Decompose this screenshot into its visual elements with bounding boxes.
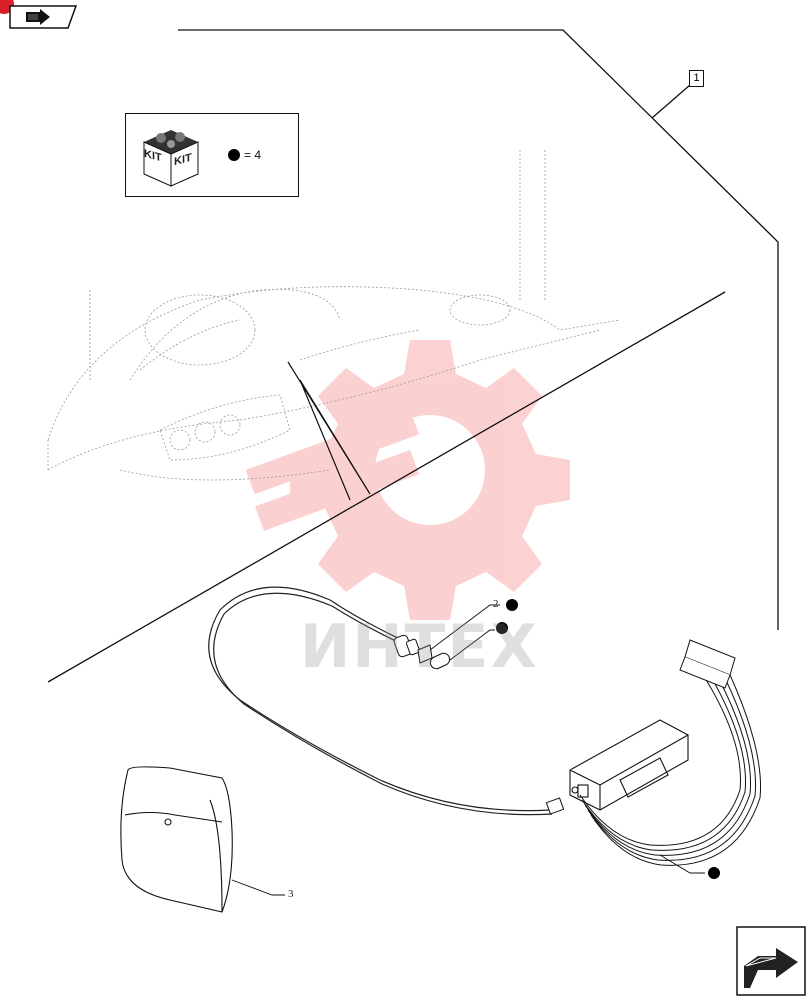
leader-harness [659,854,705,874]
dashboard-sketch [47,150,621,481]
kit-quantity: = 4 [228,148,261,162]
arrow-left-icon [9,5,78,29]
cable-connector [545,797,565,815]
watermark-gear [245,340,570,620]
document-pouch [120,766,233,913]
next-page-button[interactable] [736,926,806,996]
leader-item-3 [231,879,285,896]
arrow-right-icon [736,926,806,996]
callout-item-3: 3 [288,888,294,900]
frame-lines [47,29,779,683]
sensor-cable [208,586,553,816]
watermark-text: ИНТЕХ [300,612,539,682]
previous-page-button[interactable] [6,4,78,30]
leader-item-2 [429,604,500,661]
leader-lines [287,361,371,501]
harness-plug [679,639,736,689]
wiring-harness [579,661,762,866]
sensor-assembly [393,634,451,670]
callout-item-2: 2 [493,598,499,610]
kit-legend-box: KIT KIT [125,113,299,197]
control-module [569,719,689,811]
kit-dot-icon [228,149,240,161]
callout-item-1: 1 [689,70,704,87]
kit-box-icon [143,130,199,187]
kit-dots [496,599,720,879]
kit-quantity-text: = 4 [244,148,262,162]
